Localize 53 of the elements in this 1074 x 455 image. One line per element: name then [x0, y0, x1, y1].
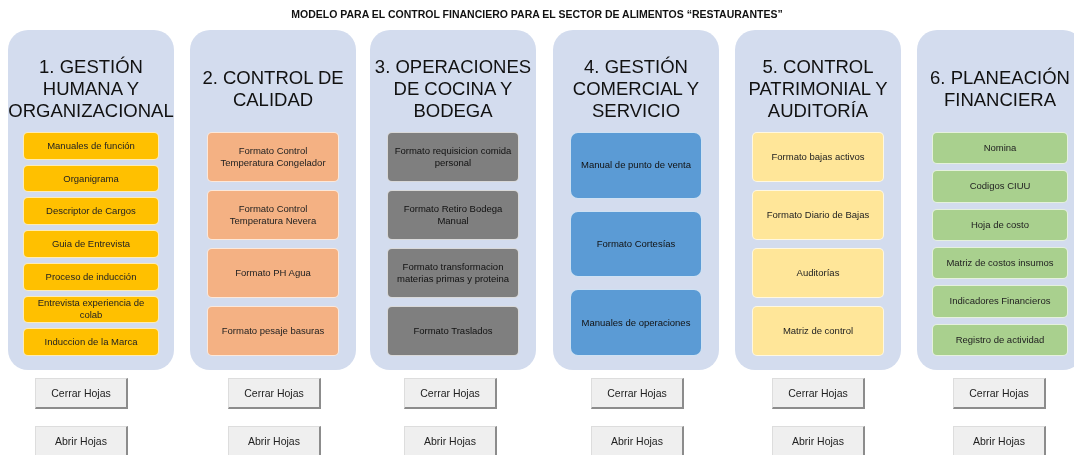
item-box: Indicadores Financieros	[932, 285, 1068, 318]
category-panel	[370, 30, 536, 370]
panel-heading: 6. PLANEACIÓN FINANCIERA	[929, 67, 1071, 111]
item-box: Formato Traslados	[387, 306, 519, 356]
item-box: Entrevista experiencia de colab	[23, 295, 159, 324]
item-box: Formato PH Agua	[207, 248, 339, 298]
panel-heading: 5. CONTROL PATRIMONIAL Y AUDITORÍA	[747, 56, 889, 122]
item-box: Descriptor de Cargos	[23, 197, 159, 226]
item-box: Manuales de función	[23, 132, 159, 160]
category-panel	[917, 30, 1074, 370]
item-box: Hoja de costo	[932, 208, 1068, 241]
sheet-button: Abrir Hojas	[772, 426, 865, 455]
sheet-button: Cerrar Hojas	[772, 378, 865, 409]
sheet-button: Abrir Hojas	[404, 426, 497, 455]
sheet-button: Abrir Hojas	[35, 426, 128, 455]
item-box: Codigos CIUU	[932, 170, 1068, 203]
item-box: Nomina	[932, 132, 1068, 165]
panel-heading: 1. GESTIÓN HUMANA Y ORGANIZACIONAL	[8, 56, 174, 122]
item-box: Formato pesaje basuras	[207, 306, 339, 356]
item-box: Proceso de inducción	[23, 262, 159, 291]
category-panel	[8, 30, 174, 370]
item-box: Induccion de la Marca	[23, 328, 159, 357]
item-box: Formato transformacion materias primas y proteina	[387, 248, 519, 298]
panel-heading: 4. GESTIÓN COMERCIAL Y SERVICIO	[571, 56, 701, 122]
category-panel	[190, 30, 356, 370]
sheet-button: Cerrar Hojas	[35, 378, 128, 409]
sheet-button: Cerrar Hojas	[953, 378, 1046, 409]
item-box: Manuales de operaciones	[570, 289, 702, 356]
item-box: Formato Control Temperatura Nevera	[207, 190, 339, 240]
sheet-button: Cerrar Hojas	[228, 378, 321, 409]
sheet-button: Abrir Hojas	[591, 426, 684, 455]
item-box: Manual de punto de venta	[570, 132, 702, 199]
item-box: Formato Cortesías	[570, 210, 702, 278]
item-box: Matriz de costos insumos	[932, 247, 1068, 280]
item-box: Guia de Entrevista	[23, 230, 159, 258]
sheet-button: Abrir Hojas	[953, 426, 1046, 455]
sheet-button: Abrir Hojas	[228, 426, 321, 455]
item-box: Auditorías	[752, 248, 884, 298]
item-box: Formato Control Temperatura Congelador	[207, 132, 339, 182]
panel-heading: 3. OPERACIONES DE COCINA Y BODEGA	[373, 56, 533, 122]
item-box: Registro de actividad	[932, 323, 1068, 356]
sheet-button: Cerrar Hojas	[591, 378, 684, 409]
category-panel	[735, 30, 901, 370]
item-box: Formato bajas activos	[752, 132, 884, 182]
diagram-title: MODELO PARA EL CONTROL FINANCIERO PARA EL SECTOR DE ALIMENTOS “RESTAURANTES”	[290, 8, 784, 20]
item-box: Formato Diario de Bajas	[752, 190, 884, 240]
item-box: Matriz de control	[752, 306, 884, 356]
sheet-button: Cerrar Hojas	[404, 378, 497, 409]
panel-heading: 2. CONTROL DE CALIDAD	[201, 67, 345, 111]
category-panel	[553, 30, 719, 370]
item-box: Formato requisicion comida personal	[387, 132, 519, 182]
item-box: Formato Retiro Bodega Manual	[387, 190, 519, 240]
item-box: Organigrama	[23, 164, 159, 193]
